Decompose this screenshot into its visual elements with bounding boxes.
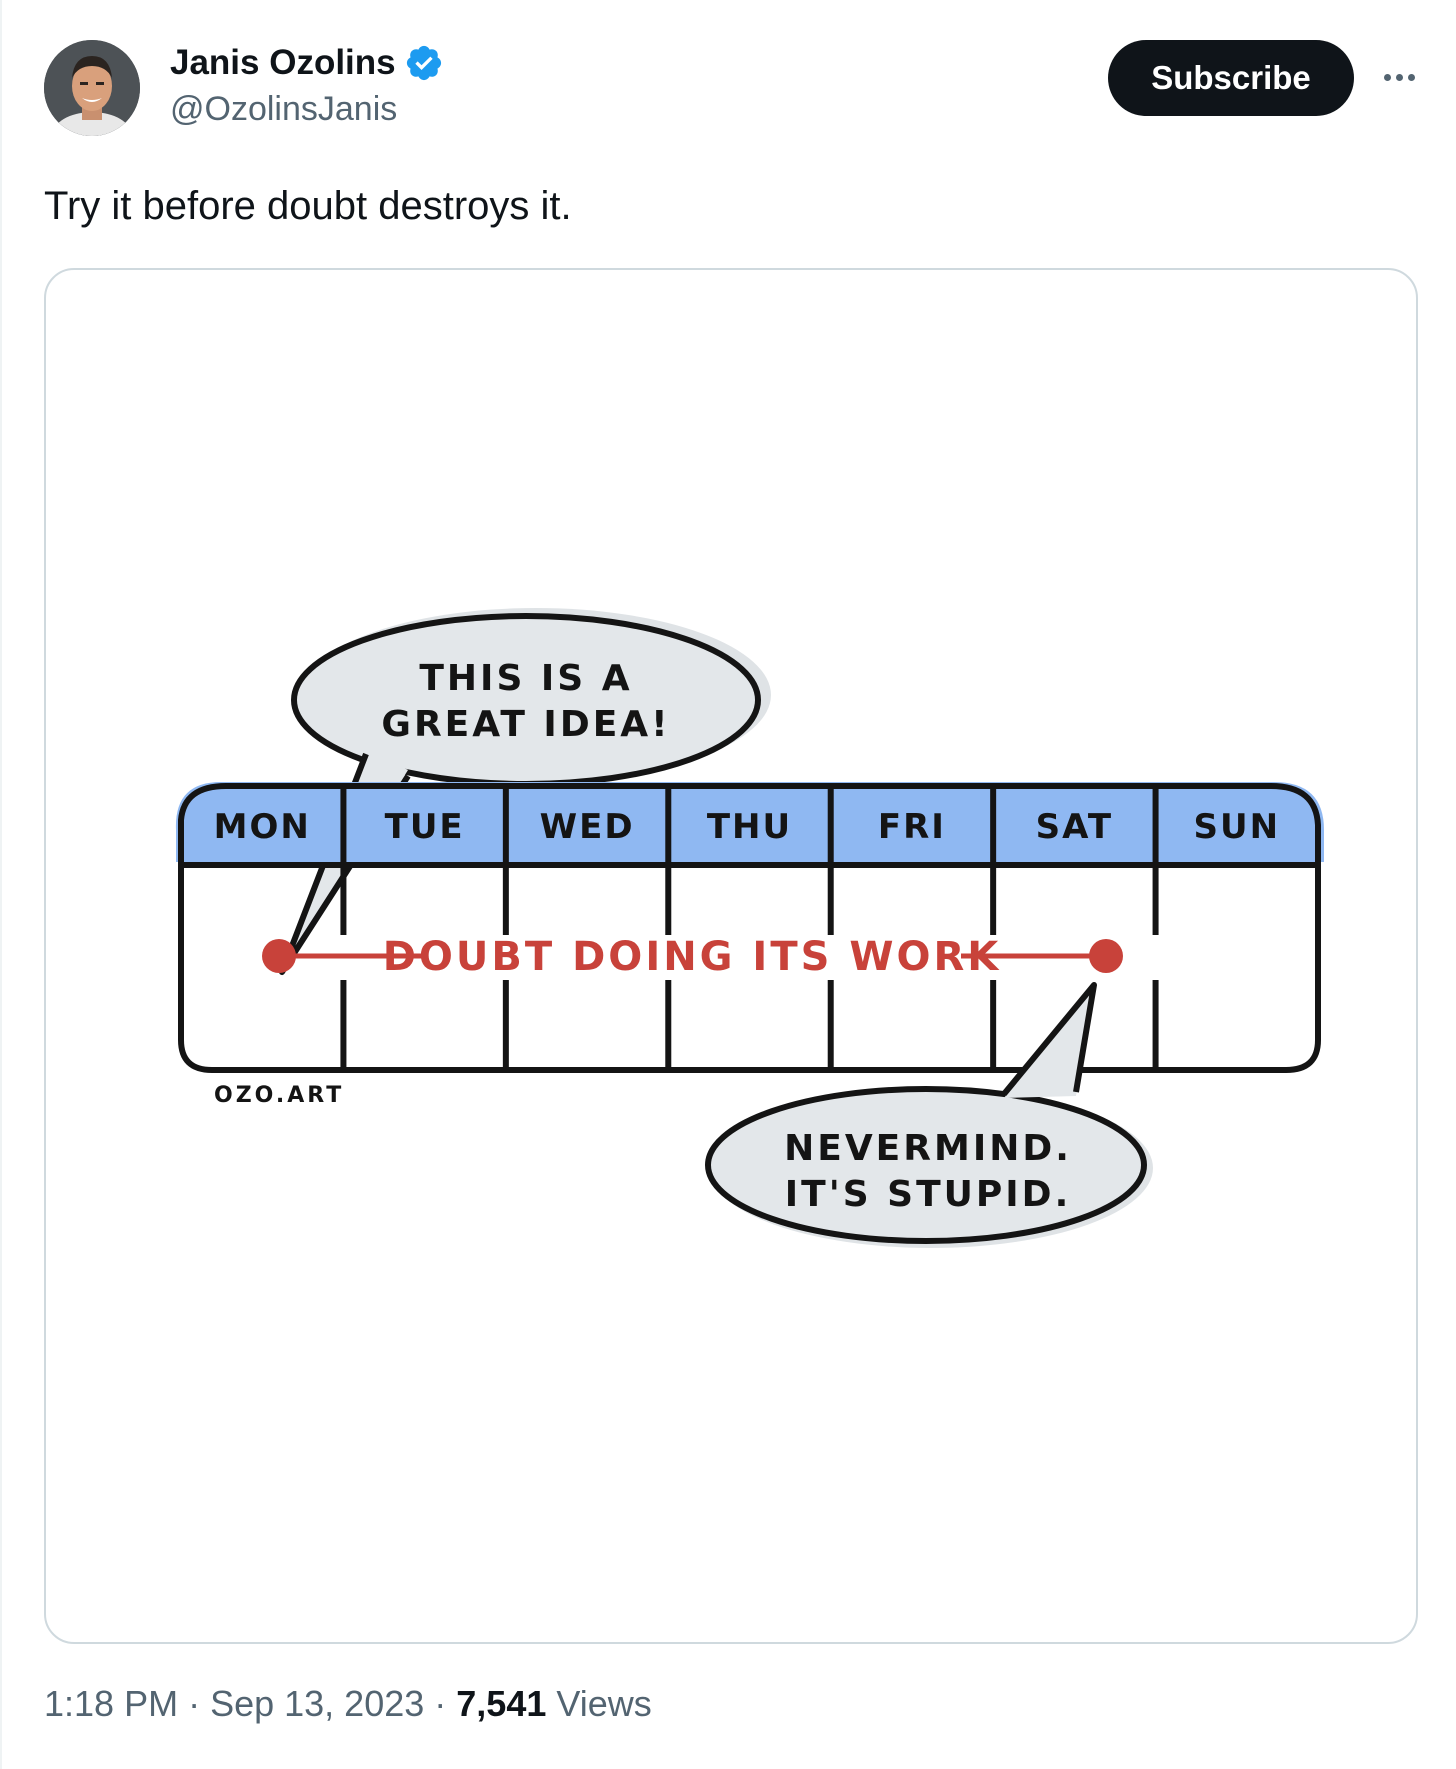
more-dot: [1395, 73, 1403, 81]
timeline-label: DOUBT DOING ITS WORK: [383, 934, 1002, 980]
bubble-top-line-2: GREAT IDEA!: [381, 704, 670, 745]
day-label-sat: SAT: [1036, 807, 1113, 847]
subscribe-button[interactable]: Subscribe: [1108, 40, 1354, 116]
day-label-tue: TUE: [385, 807, 465, 847]
day-label-wed: WED: [540, 807, 635, 847]
day-labels: MON TUE WED THU FRI SAT SUN: [214, 807, 1281, 847]
tweet-image[interactable]: MON TUE WED THU FRI SAT SUN DOUBT DOING ITS WO…: [44, 268, 1418, 1644]
author-name[interactable]: Janis Ozolins: [170, 43, 396, 82]
author-block: Janis Ozolins @OzolinsJanis: [170, 40, 444, 129]
bubble-bottom: [705, 1086, 1147, 1244]
bubble-bottom-line-1: NEVERMIND.: [784, 1128, 1072, 1169]
views-label: Views: [556, 1683, 652, 1724]
calendar-header-bg: [175, 782, 1325, 862]
tweet-text: Try it before doubt destroys it.: [44, 184, 572, 228]
tweet-time[interactable]: 1:18 PM: [44, 1683, 179, 1724]
timeline-end-dot: [1089, 939, 1123, 973]
day-dividers: [340, 786, 1159, 1070]
comic-illustration: MON TUE WED THU FRI SAT SUN DOUBT DOING ITS WO…: [175, 608, 1325, 1248]
bubble-top-line-1: THIS IS A: [419, 658, 632, 699]
day-label-fri: FRI: [878, 807, 946, 847]
day-label-thu: THU: [707, 807, 792, 847]
meta-separator: ·: [188, 1683, 201, 1724]
tweet-meta: 1:18 PM · Sep 13, 2023 · 7,541 Views: [44, 1683, 652, 1725]
more-dot: [1407, 73, 1415, 81]
bubble-bottom-tail: [1001, 982, 1097, 1096]
day-label-sun: SUN: [1194, 807, 1281, 847]
day-label-mon: MON: [214, 807, 311, 847]
name-row: Janis Ozolins: [170, 40, 444, 86]
more-horizontal-icon[interactable]: [1374, 52, 1424, 102]
avatar-photo: [44, 40, 140, 136]
calendar-frame: [178, 783, 1321, 1073]
more-dot: [1383, 73, 1391, 81]
tweet-date[interactable]: Sep 13, 2023: [210, 1683, 425, 1724]
verified-badge-icon[interactable]: [404, 43, 444, 83]
author-handle[interactable]: @OzolinsJanis: [170, 90, 398, 128]
meta-separator: ·: [434, 1683, 447, 1724]
avatar[interactable]: [44, 40, 140, 136]
credit-text: OZO.ART: [214, 1083, 344, 1108]
timeline-start-dot: [262, 939, 296, 973]
views-count: 7,541: [456, 1683, 547, 1724]
bubble-bottom-line-2: IT'S STUPID.: [785, 1174, 1072, 1215]
